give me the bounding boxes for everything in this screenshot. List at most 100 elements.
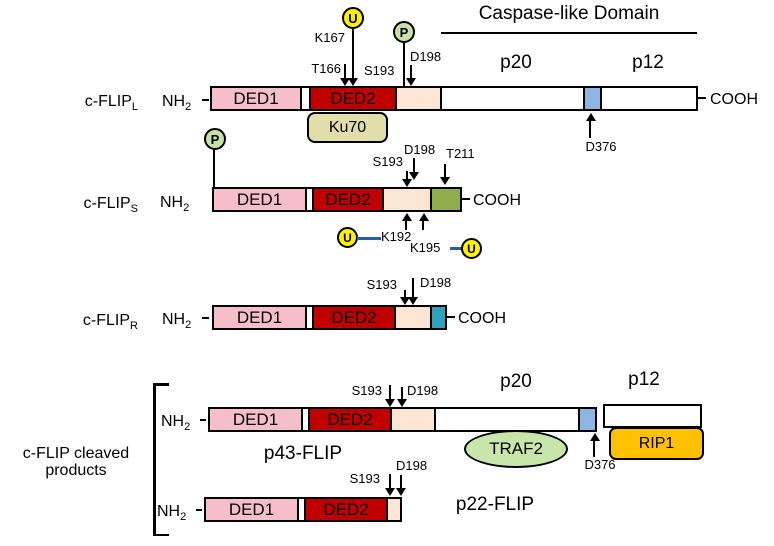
nh-sub: 2 (180, 511, 187, 523)
s193-arrow-head-flip-s (402, 179, 412, 187)
s193-arrow-shaft-flip-r (404, 290, 406, 297)
t166-arrow-shaft (344, 64, 346, 78)
flip-s-ded1-segment: DED1 (214, 189, 305, 210)
ku70-label: Ku70 (328, 119, 367, 136)
s193-arrow-head-p22 (385, 488, 395, 496)
bracket-top-arm (153, 383, 169, 386)
c-terminus-flip-r: COOH (458, 310, 506, 327)
cleaved-label-line2: products (45, 462, 107, 479)
p43-ded1-segment: DED1 (210, 409, 301, 430)
bracket-vertical (153, 383, 156, 536)
flip-l-ded2-segment: DED2 (309, 88, 395, 109)
flip-r-bar: DED1 DED2 (212, 305, 447, 330)
d198-arrow-shaft-p22 (400, 475, 402, 488)
p22-linker-segment (386, 499, 400, 520)
site-k195-label: K195 (410, 240, 441, 255)
ubiquitin-letter: U (467, 241, 476, 256)
flip-r-ded2-segment: DED2 (312, 307, 394, 328)
flip-s-spacer-segment (305, 189, 312, 210)
n-terminus-tick-p22 (196, 509, 202, 511)
k167-arrow-head (348, 78, 358, 86)
ded2-label: DED2 (331, 307, 377, 327)
n-terminus-flip-l: NH2 (162, 93, 192, 113)
d376-arrow-head-flip-l (586, 113, 596, 121)
p20-label-p43: p20 (500, 371, 532, 392)
nh-text: NH (160, 194, 184, 211)
nh-sub: 2 (183, 202, 190, 214)
p20-label-flip-l: p20 (500, 52, 532, 73)
ubiquitin-badge-k167: U (342, 7, 364, 29)
flip-l-p20-segment (440, 88, 583, 109)
flip-l-name: c-FLIP (84, 93, 132, 110)
site-s193-label-flip-s: S193 (372, 154, 403, 169)
d376-arrow-head-p43 (590, 433, 600, 441)
ded2-label: DED2 (330, 88, 376, 108)
nh-sub: 2 (185, 101, 192, 113)
site-d376-label-flip-l: D376 (585, 139, 617, 154)
k192-wire (357, 237, 381, 240)
n-terminus-p22: NH2 (157, 503, 187, 523)
p43-ded2-segment: DED2 (308, 409, 390, 430)
site-s193-label-p22: S193 (349, 471, 380, 486)
rip1-box: RIP1 (609, 427, 704, 460)
d376-arrow-shaft-flip-l (589, 121, 591, 138)
flip-s-linker-segment (382, 189, 430, 210)
site-d198-label-p22: D198 (396, 458, 428, 473)
p43-flip-bar: DED1 DED2 (208, 407, 597, 432)
ded1-label: DED1 (236, 307, 283, 327)
flip-s-name: c-FLIP (83, 195, 131, 212)
site-s193-label-flip-l: S193 (364, 63, 395, 78)
n-terminus-tick-flip-l (202, 99, 209, 101)
flip-l-spacer-segment (300, 88, 309, 109)
nh-text: NH (157, 503, 181, 520)
flip-r-subscript: R (130, 320, 138, 332)
flip-l-p12-segment (600, 88, 696, 109)
phospho-connector-flip-s (213, 150, 215, 187)
d376-arrow-shaft-p43 (593, 441, 595, 457)
ubiquitin-letter: U (343, 230, 352, 245)
nh-text: NH (162, 93, 186, 110)
d198-arrow-shaft-flip-l (410, 65, 412, 78)
p22-ded2-segment: DED2 (304, 499, 386, 520)
p12-label-flip-l: p12 (632, 52, 664, 73)
flip-s-ded2-segment: DED2 (312, 189, 382, 210)
traf2-label: TRAF2 (489, 439, 543, 458)
site-t166-label: T166 (311, 61, 341, 76)
k192-arrow-shaft (405, 221, 407, 230)
ded1-label: DED1 (228, 499, 275, 519)
bracket-bottom-arm (153, 533, 169, 536)
d198-arrow-head-p22 (396, 488, 406, 496)
t166-arrow-head (340, 78, 350, 86)
traf2-ellipse: TRAF2 (464, 430, 568, 468)
t211-arrow-shaft (444, 164, 446, 177)
cleaved-label-line1: c-FLIP cleaved (22, 445, 130, 462)
nh-sub: 2 (184, 421, 191, 433)
isoform-label-flip-s: c-FLIPS (36, 195, 138, 215)
c-terminus-flip-s: COOH (473, 192, 521, 209)
p12-fragment-box (603, 404, 702, 428)
flip-r-name: c-FLIP (82, 312, 131, 329)
p22-flip-label: p22-FLIP (455, 494, 535, 515)
p22-spacer-segment (297, 499, 304, 520)
n-terminus-tick-p43 (200, 419, 206, 421)
d198-arrow-head-p43 (397, 399, 407, 407)
ubiquitin-letter: U (348, 10, 358, 26)
flip-l-subscript: L (131, 101, 138, 113)
n-terminus-p43: NH2 (161, 413, 191, 433)
p22-ded1-segment: DED1 (206, 499, 297, 520)
d198-arrow-head-flip-l (406, 78, 416, 86)
ded1-label: DED1 (236, 189, 283, 209)
n-terminus-flip-r: NH2 (162, 311, 191, 331)
phospho-badge-s193-flip-l: P (393, 21, 415, 43)
p43-flip-label: p43-FLIP (263, 443, 343, 464)
cleaved-products-label: c-FLIP cleaved products (4, 445, 148, 479)
caspase-like-domain-heading: Caspase-like Domain (478, 3, 660, 24)
ded2-label: DED2 (327, 409, 373, 429)
c-terminus-flip-l: COOH (710, 91, 758, 108)
flip-l-d376-segment (583, 88, 600, 109)
ded2-label: DED2 (323, 499, 369, 519)
d198-arrow-shaft-flip-r (412, 278, 414, 297)
flip-l-ded1-segment: DED1 (212, 88, 300, 109)
site-d198-label-p43: D198 (407, 383, 439, 398)
